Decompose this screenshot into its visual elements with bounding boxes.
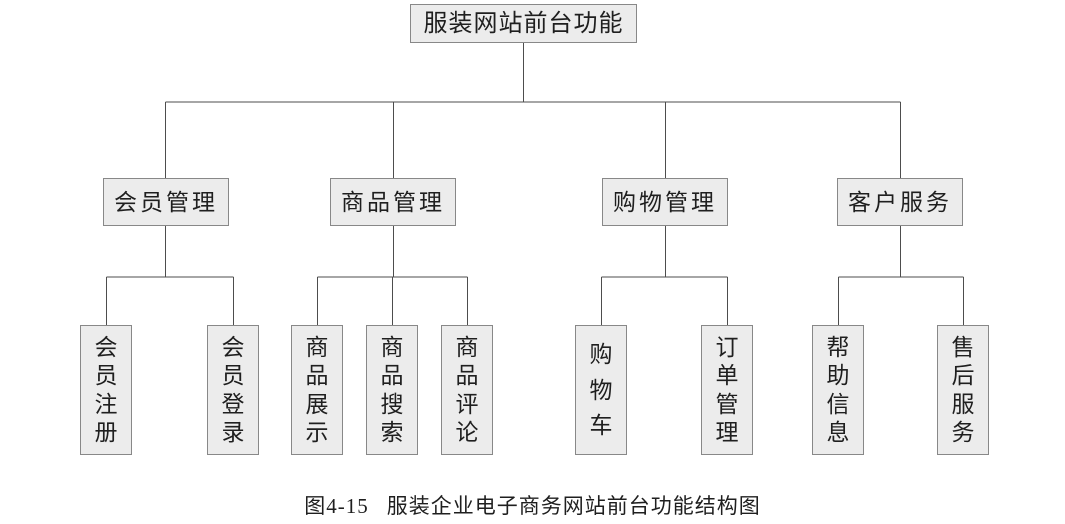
vertical-label-char: 商 <box>305 334 329 360</box>
vertical-label-char: 售 <box>951 334 975 360</box>
vertical-label-char: 示 <box>305 420 329 446</box>
connector-product <box>317 226 468 325</box>
vertical-label-char: 服 <box>951 391 975 417</box>
node-product-search: 商品搜索 <box>366 325 418 455</box>
vertical-label-char: 员 <box>221 363 245 389</box>
vertical-label-char: 会 <box>94 334 118 360</box>
figure-title: 服装企业电子商务网站前台功能结构图 <box>386 494 761 518</box>
node-customer-service: 客户服务 <box>837 178 963 226</box>
vertical-label-char: 购 <box>589 341 613 367</box>
vertical-label-char: 册 <box>94 420 118 446</box>
node-product-display: 商品展示 <box>291 325 343 455</box>
vertical-label-char: 单 <box>715 363 739 389</box>
node-root: 服装网站前台功能 <box>410 4 637 43</box>
vertical-label-char: 物 <box>589 377 613 403</box>
vertical-label-char: 员 <box>94 363 118 389</box>
vertical-label-char: 后 <box>951 363 975 389</box>
node-shopping-management-label: 购物管理 <box>613 189 717 215</box>
figure-number: 图4-15 <box>304 494 369 518</box>
node-help-info: 帮助信息 <box>812 325 864 455</box>
node-root-label: 服装网站前台功能 <box>423 10 624 37</box>
vertical-label-char: 录 <box>221 420 245 446</box>
vertical-label-char: 商 <box>380 334 404 360</box>
node-customer-service-label: 客户服务 <box>848 189 952 215</box>
figure-caption: 图4-15 服装企业电子商务网站前台功能结构图 <box>0 490 1065 520</box>
vertical-label-char: 帮 <box>826 334 850 360</box>
vertical-label-char: 信 <box>826 391 850 417</box>
node-member-login: 会员登录 <box>207 325 259 455</box>
connector-member <box>106 226 234 325</box>
node-product-management-label: 商品管理 <box>341 189 445 215</box>
vertical-label-char: 助 <box>826 363 850 389</box>
vertical-label-char: 注 <box>94 391 118 417</box>
vertical-label-char: 理 <box>715 420 739 446</box>
vertical-label-char: 品 <box>455 363 479 389</box>
vertical-label-char: 会 <box>221 334 245 360</box>
connector-root <box>165 43 901 178</box>
node-member-management-label: 会员管理 <box>114 189 218 215</box>
node-shopping-management: 购物管理 <box>602 178 728 226</box>
node-after-sales-service: 售后服务 <box>937 325 989 455</box>
vertical-label-char: 息 <box>826 420 850 446</box>
node-product-management: 商品管理 <box>330 178 456 226</box>
vertical-label-char: 索 <box>380 420 404 446</box>
vertical-label-char: 评 <box>455 391 479 417</box>
vertical-label-char: 展 <box>305 391 329 417</box>
vertical-label-char: 商 <box>455 334 479 360</box>
vertical-label-char: 品 <box>305 363 329 389</box>
vertical-label-char: 车 <box>589 413 613 439</box>
vertical-label-char: 搜 <box>380 391 404 417</box>
node-member-register: 会员注册 <box>80 325 132 455</box>
vertical-label-char: 品 <box>380 363 404 389</box>
node-order-management: 订单管理 <box>701 325 753 455</box>
vertical-label-char: 订 <box>715 334 739 360</box>
node-shopping-cart: 购物车 <box>575 325 627 455</box>
vertical-label-char: 登 <box>221 391 245 417</box>
connector-shopping <box>601 226 728 325</box>
vertical-label-char: 管 <box>715 391 739 417</box>
vertical-label-char: 务 <box>951 420 975 446</box>
node-member-management: 会员管理 <box>103 178 229 226</box>
node-product-review: 商品评论 <box>441 325 493 455</box>
connector-service <box>838 226 964 325</box>
vertical-label-char: 论 <box>455 420 479 446</box>
